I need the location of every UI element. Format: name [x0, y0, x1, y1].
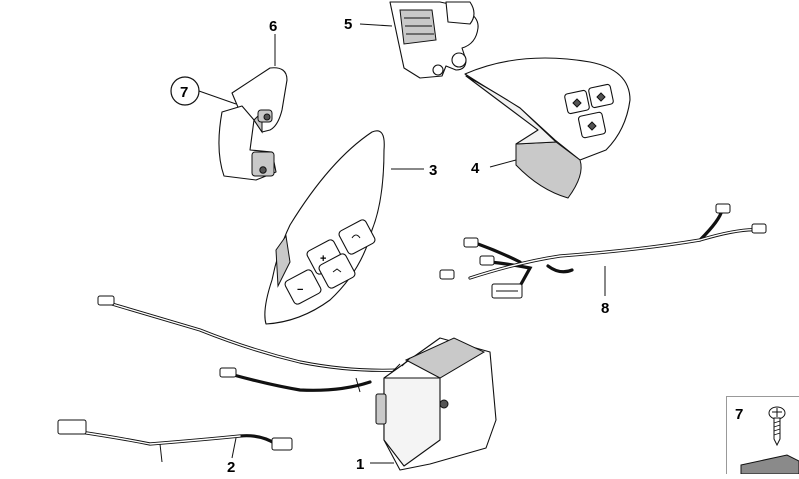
leader-lines [198, 23, 606, 464]
left-switch-buttons: + − [284, 219, 376, 305]
minus-glyph: − [297, 284, 303, 296]
label-part-7: 7 [180, 84, 188, 101]
part-6-bracket [218, 67, 288, 181]
label-part-3: 3 [429, 162, 437, 179]
label-part-8: 8 [601, 300, 609, 317]
part-4-right-switch [464, 57, 631, 199]
inset-label-7: 7 [735, 406, 743, 423]
part-5-switch-carrier [389, 1, 479, 79]
label-part-6: 6 [269, 18, 277, 35]
plus-glyph: + [320, 253, 326, 265]
part-8-harness [439, 203, 767, 299]
label-part-1: 1 [356, 456, 364, 473]
label-part-2: 2 [227, 459, 235, 473]
part-1-control-unit [375, 337, 497, 471]
part-3-left-switch: + − [264, 130, 385, 325]
label-part-5: 5 [344, 16, 352, 33]
screw-icon: 7 [735, 406, 799, 475]
label-part-7-circle [170, 76, 200, 106]
part-2-harness [57, 295, 402, 463]
screw-inset: 7 [726, 396, 799, 475]
right-switch-buttons [564, 83, 614, 139]
label-part-4: 4 [471, 160, 480, 177]
